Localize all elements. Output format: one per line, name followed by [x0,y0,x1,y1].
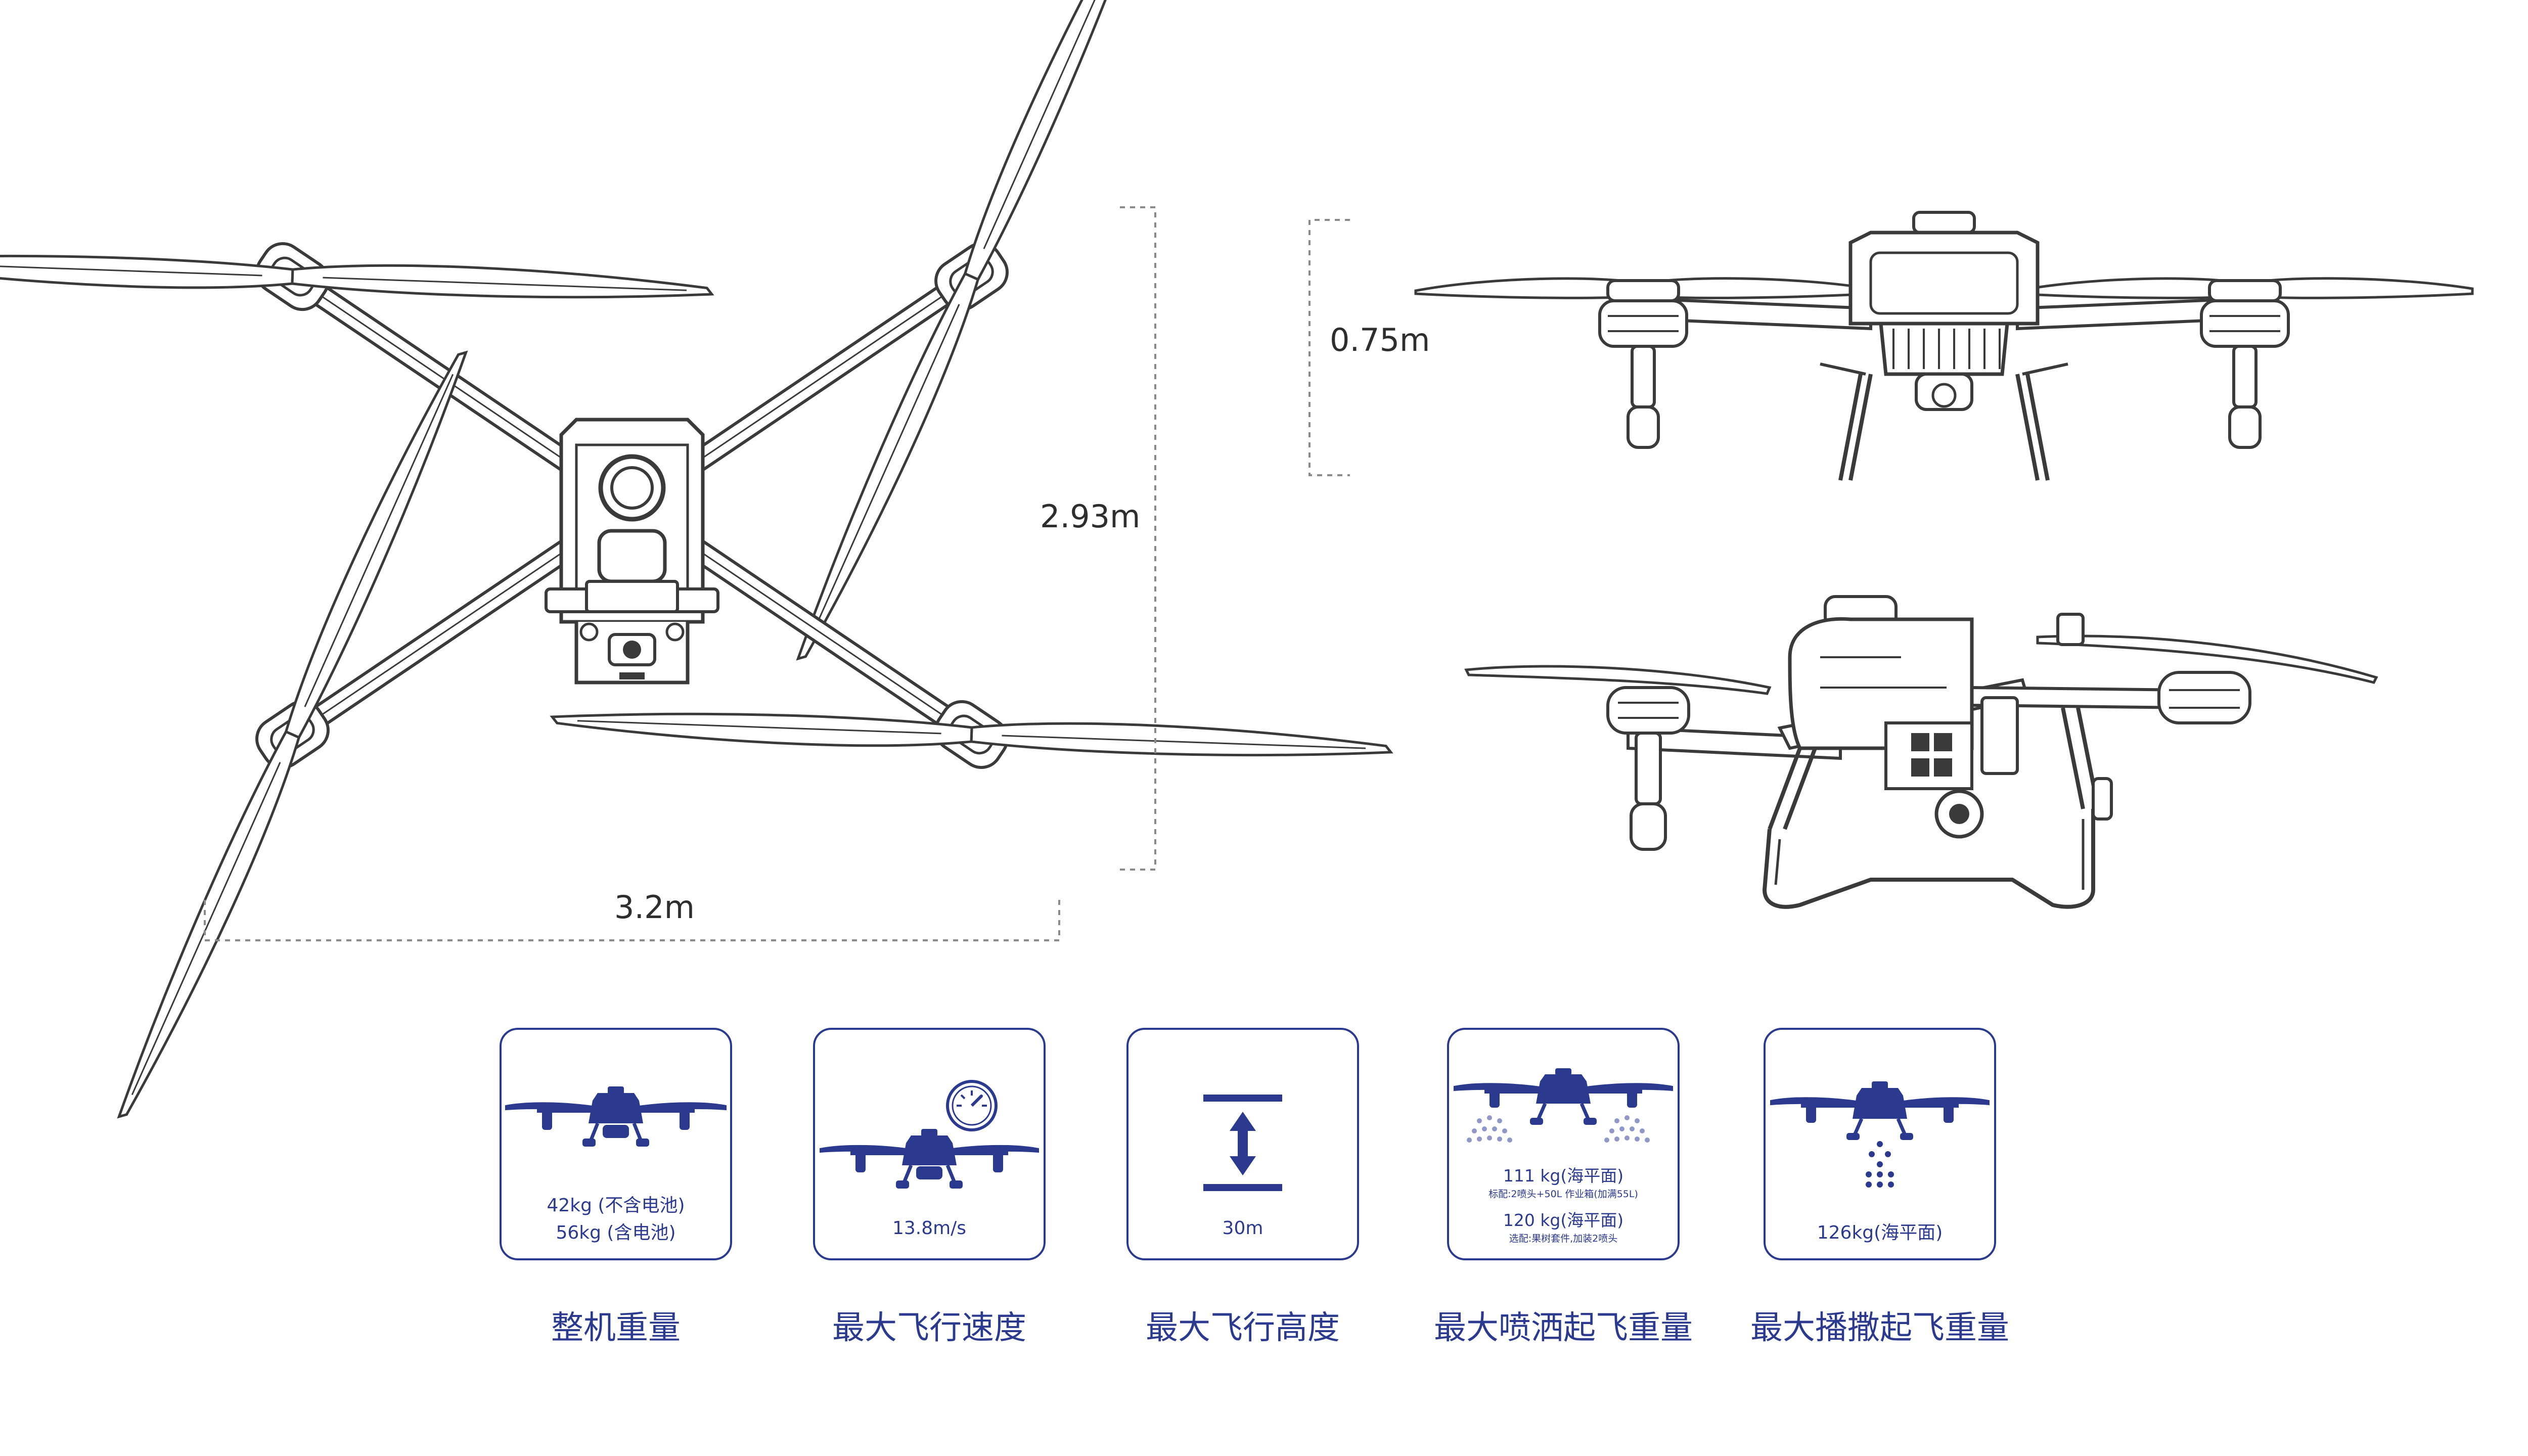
perspective-view-drawing [1464,595,2378,909]
spray-drone-icon [1454,1068,1673,1143]
spray-weight-standard-value: 111 kg(海平面) [1503,1166,1624,1186]
spray-weight-optional-value: 120 kg(海平面) [1503,1210,1624,1230]
caption-max-height: 最大飞行高度 [1146,1309,1340,1347]
caption-max-speed: 最大飞行速度 [832,1309,1026,1347]
spec-card-height: 30m [1126,1028,1359,1260]
max-speed-value: 13.8m/s [892,1218,967,1239]
caption-max-spray-weight: 最大喷洒起飞重量 [1434,1309,1693,1347]
spec-card-weight: 42kg (不含电池) 56kg (含电池) [500,1028,732,1260]
top-view-drawing [0,0,1404,1132]
max-height-value: 30m [1222,1218,1263,1239]
height-arrow-icon [1203,1095,1282,1191]
side-height-dimension-label: 0.75m [1330,322,1430,358]
caption-weight: 整机重量 [551,1309,681,1347]
spec-card-speed: 13.8m/s [813,1028,1046,1260]
height-dimension-label: 2.93m [1040,498,1141,535]
spec-card-spread-weight: 126kg(海平面) [1764,1028,1996,1260]
weight-value-with-battery: 56kg (含电池) [556,1222,676,1243]
speedometer-icon [820,1080,1039,1189]
width-dimension-label: 3.2m [614,889,695,926]
spread-drone-icon [1770,1081,1990,1188]
dimension-lines [204,206,1350,941]
spray-weight-optional-note: 选配:果树套件,加装2喷头 [1509,1233,1618,1244]
spray-weight-standard-note: 标配:2喷头+50L 作业箱(加满55L) [1488,1189,1638,1200]
drone-icon [505,1086,727,1147]
front-view-drawing [1416,211,2472,481]
spread-weight-value: 126kg(海平面) [1817,1222,1943,1243]
spec-card-spray-weight: 111 kg(海平面) 标配:2喷头+50L 作业箱(加满55L) 120 kg… [1447,1028,1680,1260]
caption-max-spread-weight: 最大播撒起飞重量 [1750,1309,2009,1347]
weight-value-without-battery: 42kg (不含电池) [547,1195,685,1216]
